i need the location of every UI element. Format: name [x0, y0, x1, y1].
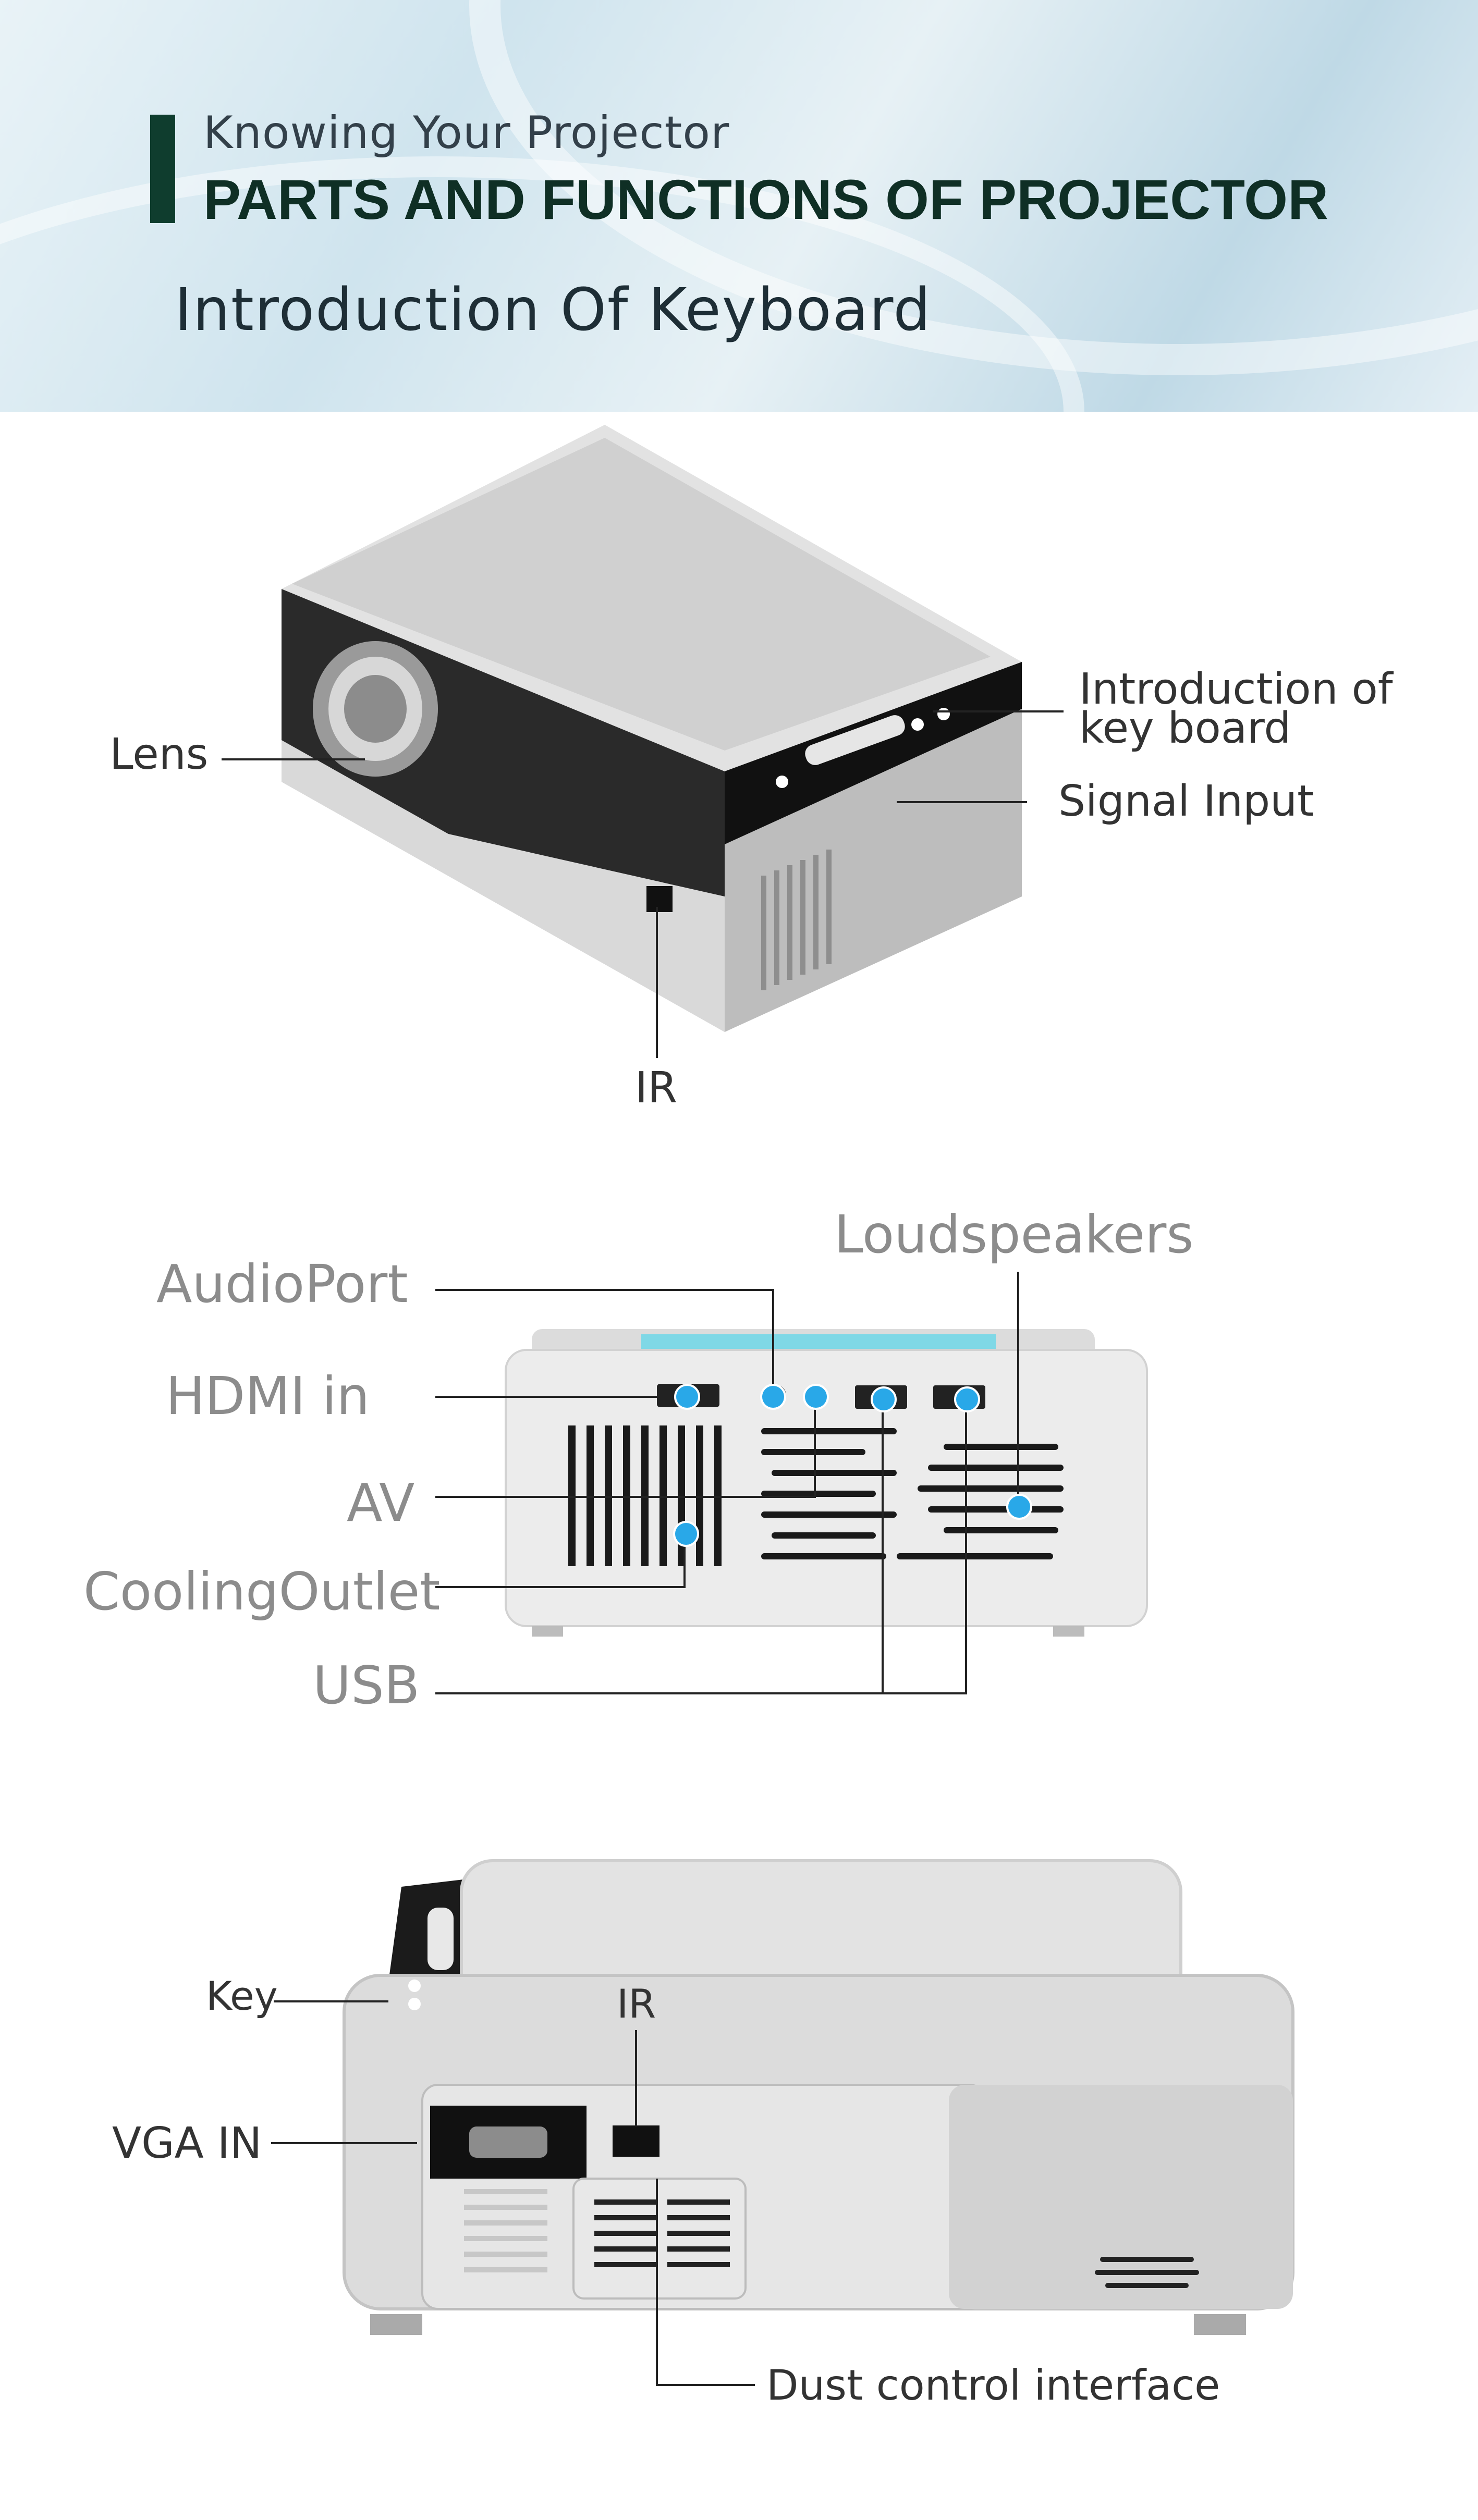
dust-leader-v: [656, 2179, 658, 2386]
section-title: Introduction Of Keyboard: [175, 276, 932, 344]
cooling-leader-h: [435, 1586, 686, 1588]
keyboard-label-line1: Introduction of: [1079, 665, 1393, 714]
vga-leader-line: [271, 2142, 417, 2144]
keyboard-leader-line: [933, 710, 1064, 712]
key-label: Key: [206, 1973, 278, 2019]
hdmi-in-label: HDMI in: [166, 1366, 370, 1427]
ir-label-top: IR: [635, 1063, 678, 1113]
cooling-marker-dot: [673, 1521, 699, 1547]
av-leader-v: [814, 1397, 816, 1498]
key-leader-line: [274, 2000, 388, 2002]
usb-leader-v2: [965, 1405, 967, 1694]
projector-rear-view: [505, 1329, 1148, 1637]
lens-label: Lens: [109, 730, 209, 779]
av-leader-h: [435, 1496, 816, 1498]
speaker-leader-v: [1017, 1272, 1019, 1506]
audio-leader-v: [772, 1289, 774, 1396]
speaker-marker-dot: [1006, 1494, 1032, 1520]
cooling-outlet-label: CoolingOutlet: [83, 1561, 441, 1622]
signal-leader-line: [897, 801, 1027, 803]
av-marker-dot: [803, 1384, 829, 1410]
header-banner: Knowing Your Projector PARTS AND FUNCTIO…: [0, 0, 1478, 412]
page-title: PARTS AND FUNCTIONS OF PROJECTOR: [203, 168, 1329, 231]
dust-control-label: Dust control interface: [766, 2361, 1220, 2410]
projector-side-view: [343, 1859, 1294, 2335]
cooling-leader-v: [683, 1535, 686, 1588]
projector-top-view: [282, 425, 1022, 1032]
usb-marker-dot: [871, 1386, 897, 1412]
audio-port-label: AudioPort: [156, 1253, 408, 1314]
audio-marker-dot: [760, 1384, 786, 1410]
lens-leader-line: [222, 758, 365, 760]
signal-input-label: Signal Input: [1058, 777, 1314, 826]
hdmi-marker-dot: [674, 1384, 700, 1410]
ir-leader-line: [656, 907, 658, 1058]
keyboard-label-line2: key board: [1079, 704, 1291, 753]
vga-in-label: VGA IN: [112, 2119, 262, 2168]
hdmi-leader-h: [435, 1396, 696, 1398]
usb-leader-h: [435, 1692, 967, 1694]
header-accent-bar: [150, 115, 175, 223]
usb-label: USB: [313, 1655, 420, 1716]
loudspeakers-label: Loudspeakers: [834, 1204, 1194, 1265]
av-label: AV: [347, 1472, 415, 1533]
usb-marker-dot: [954, 1386, 980, 1412]
ir-side-leader: [635, 2030, 637, 2126]
audio-leader-h: [435, 1289, 774, 1291]
dust-leader-h: [656, 2384, 755, 2386]
ir-label-side: IR: [617, 1981, 656, 2027]
header-subtitle: Knowing Your Projector: [203, 107, 730, 159]
usb-leader-v1: [882, 1405, 884, 1694]
